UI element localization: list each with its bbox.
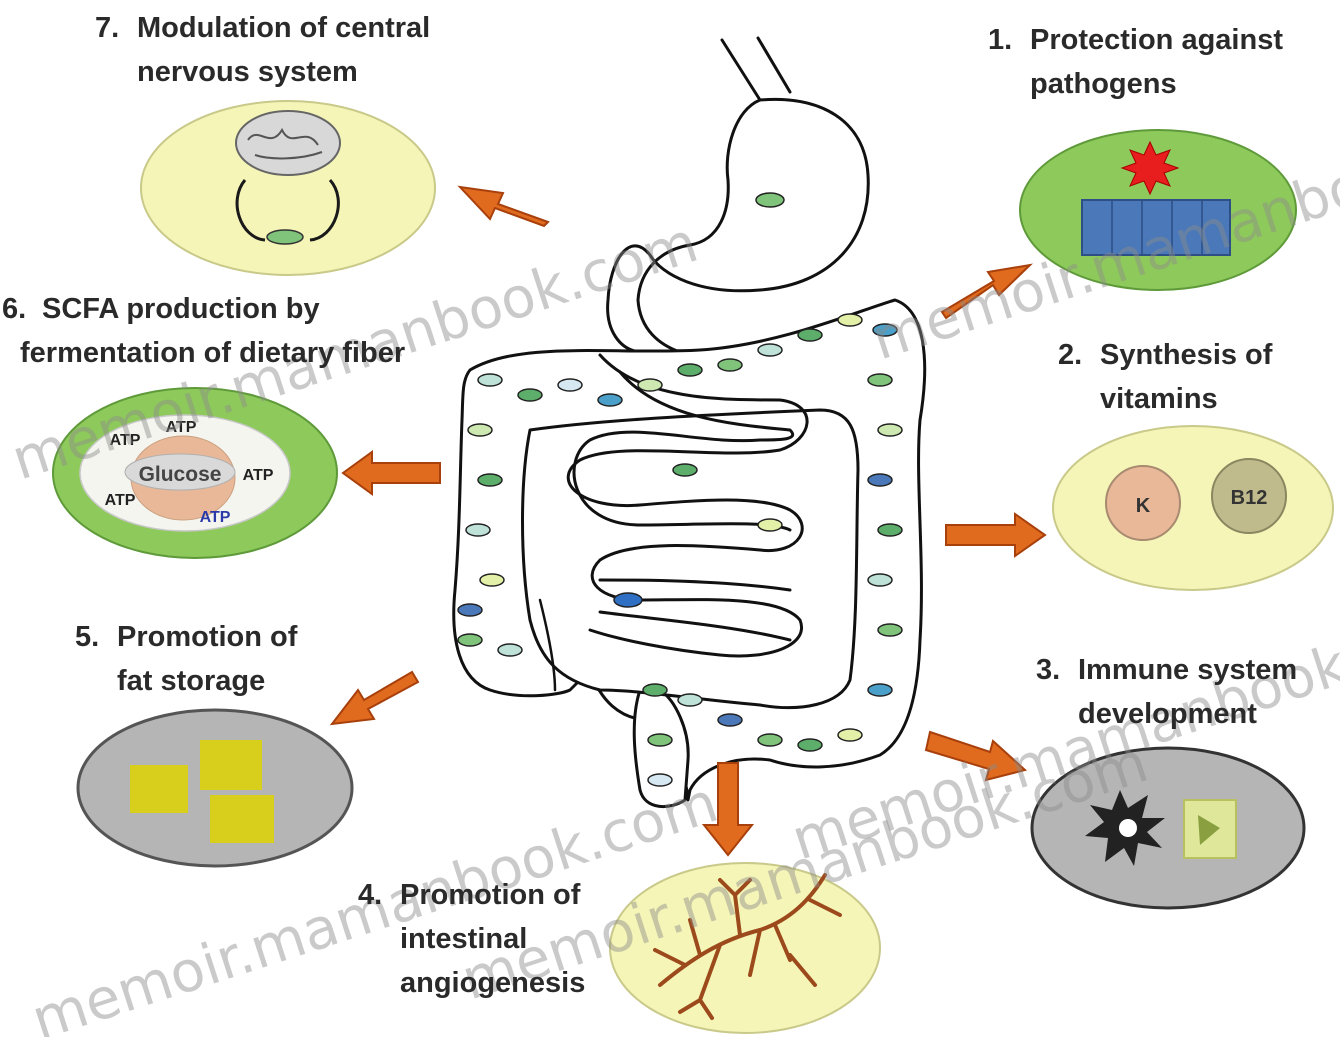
label-6-line1: SCFA production by [42,293,320,325]
vitamin-k-label: K [1136,495,1151,517]
label-5-line2: fat storage [75,659,297,703]
glucose-label: Glucose [139,463,222,486]
label-7-number: 7. [95,6,137,50]
label-1-line2: pathogens [988,62,1283,106]
atp-label: ATP [200,509,231,526]
label-5-line1: Promotion of [117,621,297,653]
label-4-line3: angiogenesis [358,961,585,1005]
label-3: 3.Immune system development [1036,648,1297,736]
label-4-number: 4. [358,873,400,917]
label-1-line1: Protection against [1030,24,1283,56]
label-4-line2: intestinal [358,917,585,961]
vitamin-b12-label: B12 [1231,487,1268,509]
label-4: 4.Promotion of intestinal angiogenesis [358,873,585,1005]
label-6-number: 6. [2,287,42,331]
panel-fat-storage [78,710,352,866]
label-3-number: 3. [1036,648,1078,692]
brain-icon [236,111,340,175]
gut-icon [454,38,925,807]
label-2-line2: vitamins [1058,377,1272,421]
label-4-line1: Promotion of [400,879,580,911]
label-3-line2: development [1036,692,1297,736]
pathogen-star-icon [1122,142,1178,194]
label-2-line1: Synthesis of [1100,339,1272,371]
label-6: 6.SCFA production by fermentation of die… [2,287,405,375]
label-2-number: 2. [1058,333,1100,377]
panel-vitamins: K B12 [1053,426,1333,590]
arrow-to-panel-6 [343,452,440,494]
label-3-line1: Immune system [1078,654,1297,686]
panel-nervous-system [141,101,435,275]
atp-label: ATP [105,492,136,509]
arrow-to-panel-2 [946,514,1045,556]
label-2: 2.Synthesis of vitamins [1058,333,1272,421]
arrow-to-panel-7 [460,187,548,226]
label-1: 1.Protection against pathogens [988,18,1283,106]
label-5-number: 5. [75,615,117,659]
arrow-to-panel-5 [332,672,418,724]
label-6-line2: fermentation of dietary fiber [2,331,405,375]
label-5: 5.Promotion of fat storage [75,615,297,703]
label-7-line1: Modulation of central [137,12,430,44]
atp-label: ATP [243,467,274,484]
label-1-number: 1. [988,18,1030,62]
label-7: 7.Modulation of central nervous system [95,6,430,94]
label-7-line2: nervous system [95,50,430,94]
